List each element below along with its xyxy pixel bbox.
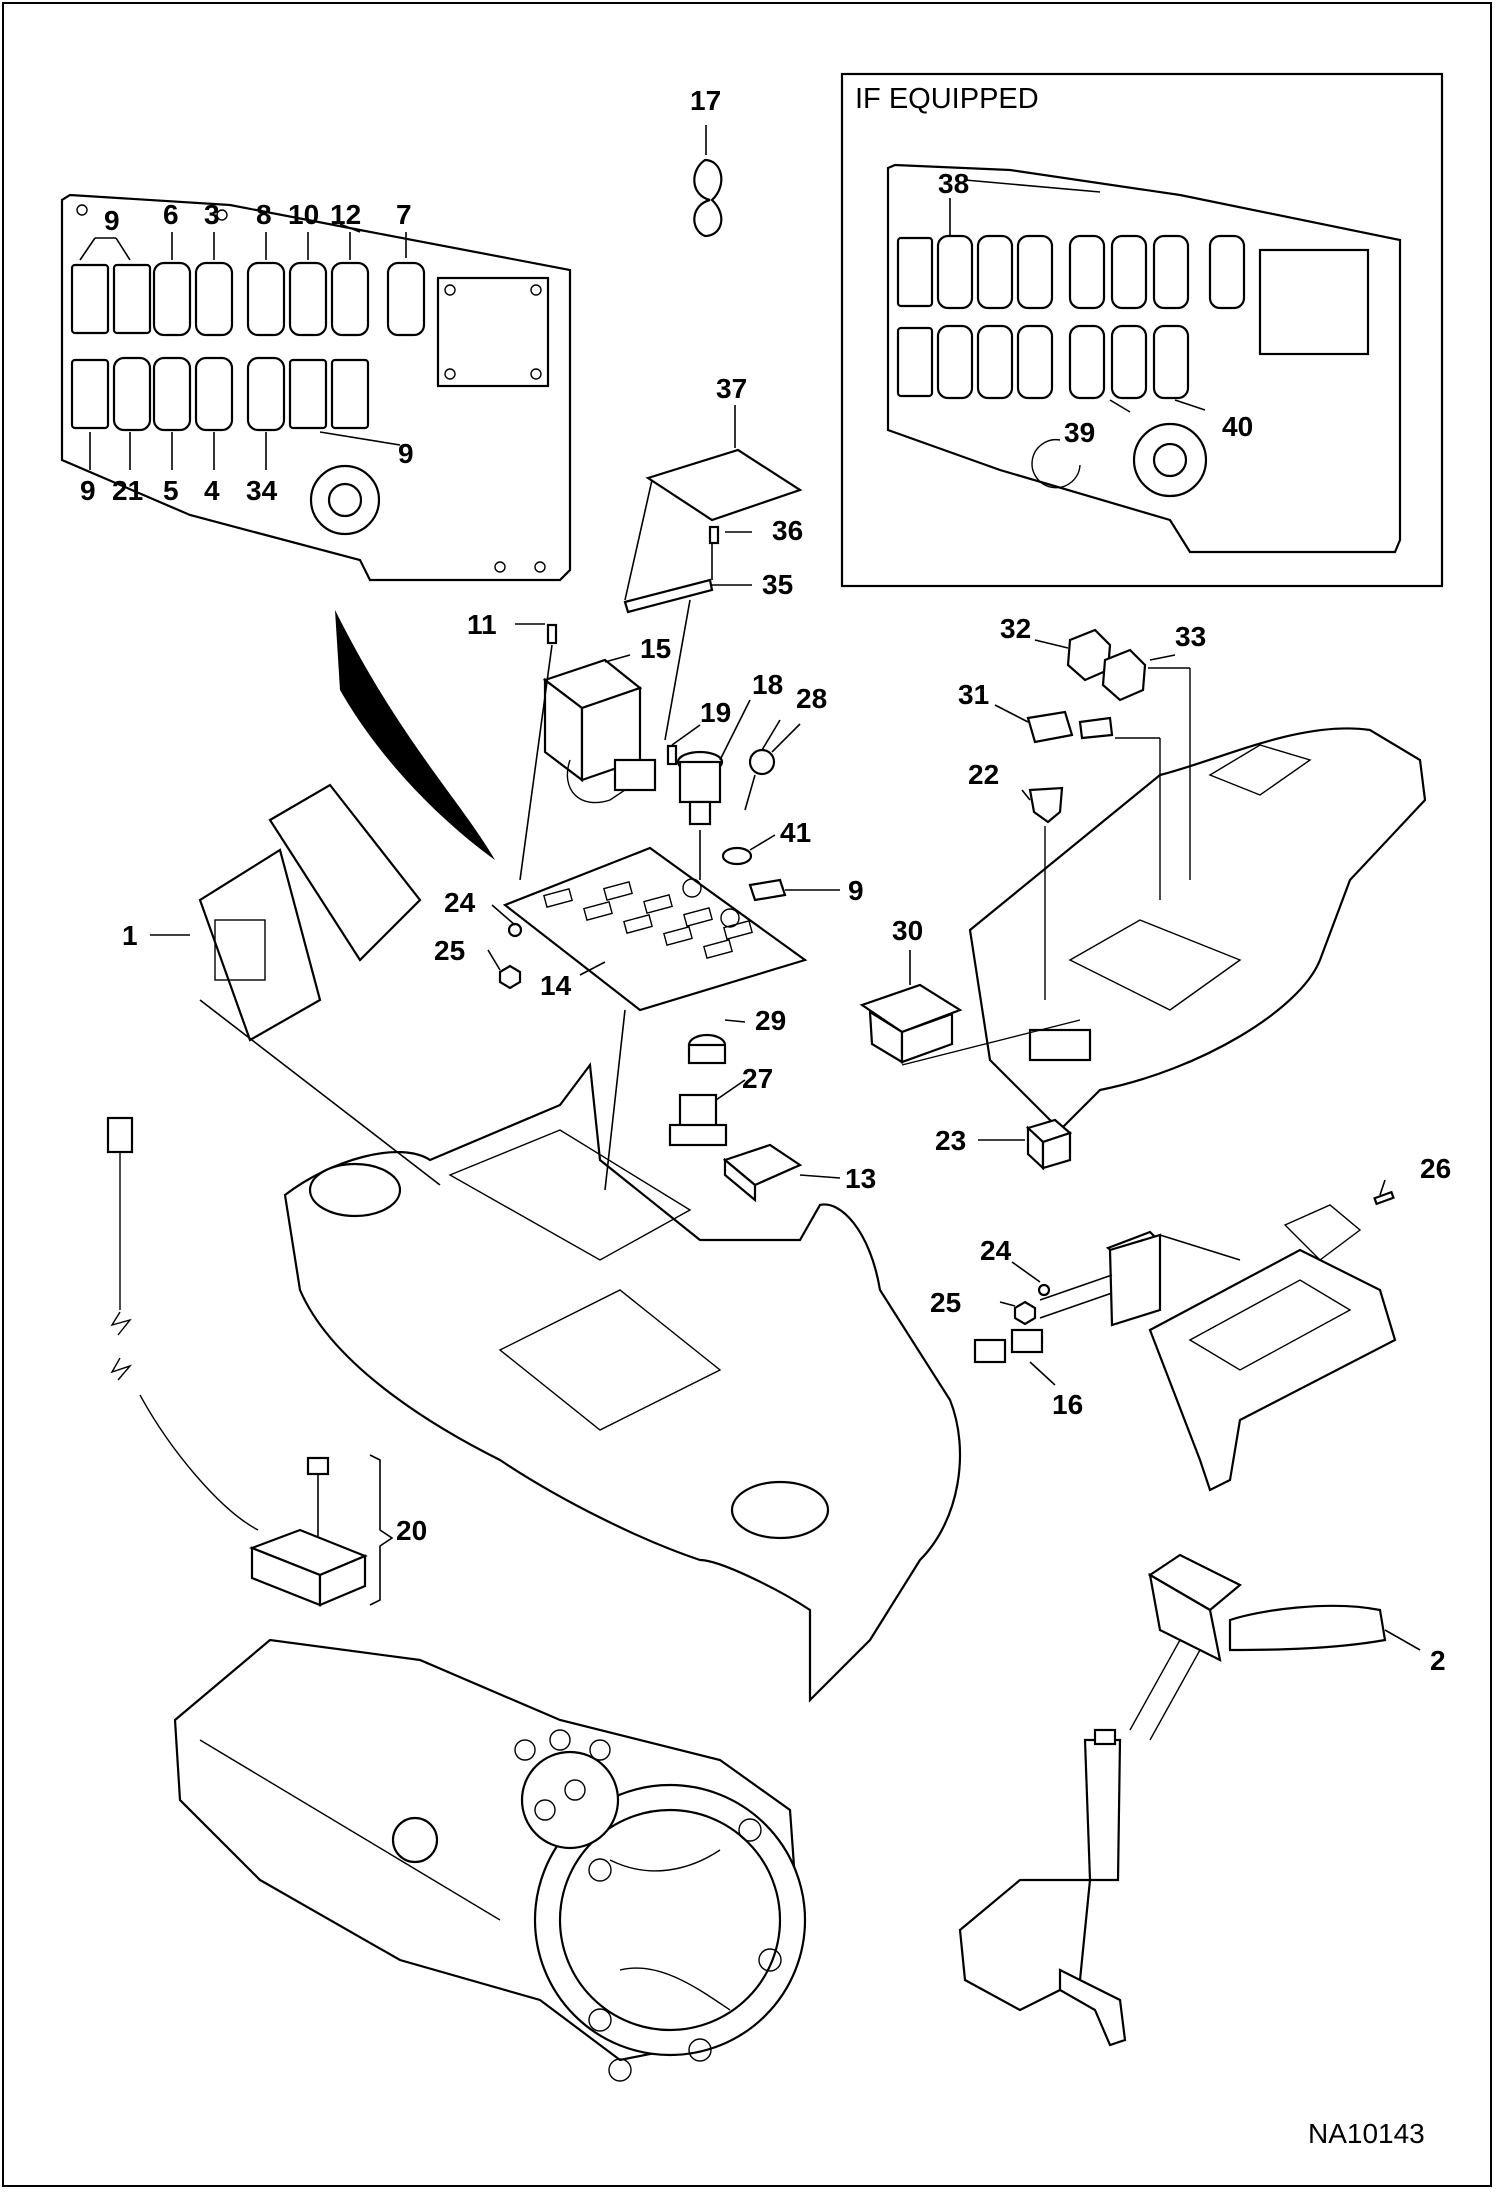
callout-26: 26 [1420, 1153, 1451, 1184]
callout-7: 7 [396, 199, 412, 230]
callout-9: 9 [80, 475, 96, 506]
callout-2: 2 [1430, 1645, 1446, 1676]
callout-10: 10 [288, 199, 319, 230]
callout-5: 5 [163, 475, 179, 506]
callout-8: 8 [256, 199, 272, 230]
callout-20: 20 [396, 1515, 427, 1546]
callout-labels: 9 6 3 8 10 12 7 9 21 5 4 34 9 17 37 36 3… [80, 85, 1451, 1676]
callout-16: 16 [1052, 1389, 1083, 1420]
side-console-panel [968, 727, 1427, 1132]
wire-harness [106, 1116, 259, 1531]
bezel-29 [687, 1033, 727, 1065]
grommet-41 [721, 846, 753, 866]
bracket-35 [623, 578, 714, 614]
callout-25: 25 [434, 935, 465, 966]
connector-31 [1026, 710, 1114, 744]
inset-title: IF EQUIPPED [855, 83, 1039, 115]
callout-25: 25 [930, 1287, 961, 1318]
plug-9 [748, 878, 787, 902]
screw-36 [708, 525, 720, 545]
bracket-26 [1148, 1190, 1397, 1492]
hydrostatic-pump [173, 1638, 807, 2082]
nut-25 [498, 964, 522, 990]
washer-24 [507, 922, 523, 938]
callout-29: 29 [755, 1005, 786, 1036]
screw-19 [666, 744, 678, 766]
switch-23 [1025, 1118, 1073, 1171]
block-20 [248, 1454, 394, 1607]
cap-22 [1028, 786, 1064, 824]
socket-27 [668, 1093, 728, 1147]
callout-4: 4 [204, 475, 220, 506]
callout-36: 36 [772, 515, 803, 546]
assembly-arrow [335, 610, 495, 860]
callout-27: 27 [742, 1063, 773, 1094]
display-1 [198, 783, 422, 1042]
callout-18: 18 [752, 669, 783, 700]
callout-19: 19 [700, 697, 731, 728]
callout-9: 9 [104, 205, 120, 236]
callout-21: 21 [112, 475, 143, 506]
cup-holder-30 [859, 983, 963, 1064]
optional-switch-panel [886, 163, 1402, 554]
callout-14: 14 [540, 970, 572, 1001]
cover-plate-37 [645, 448, 803, 522]
callout-32: 32 [1000, 613, 1031, 644]
callout-1: 1 [122, 920, 138, 951]
callout-31: 31 [958, 679, 989, 710]
callout-38: 38 [938, 168, 969, 199]
panel-display-window [436, 276, 550, 388]
panel-switch-row-bottom [70, 356, 370, 432]
screw-11 [546, 623, 558, 645]
cover-15 [542, 658, 657, 804]
power-socket-16 [973, 1230, 1162, 1364]
callout-23: 23 [935, 1125, 966, 1156]
switches-32-33 [1066, 628, 1147, 702]
mounting-plate-14 [502, 846, 808, 1012]
callout-22: 22 [968, 759, 999, 790]
if-equipped-inset [840, 72, 1444, 588]
callout-12: 12 [330, 199, 361, 230]
keys-28 [744, 723, 801, 811]
clip-17 [693, 158, 723, 238]
callout-9: 9 [398, 438, 414, 469]
callout-40: 40 [1222, 411, 1253, 442]
figure-id: NA10143 [1308, 2118, 1425, 2149]
key-switch-18 [676, 750, 724, 826]
callout-35: 35 [762, 569, 793, 600]
callout-17: 17 [690, 85, 721, 116]
callout-39: 39 [1064, 417, 1095, 448]
callout-33: 33 [1175, 621, 1206, 652]
callout-30: 30 [892, 915, 923, 946]
callout-9: 9 [848, 875, 864, 906]
console-housing [283, 1062, 962, 1703]
panel-switch-row-top [70, 261, 426, 337]
callout-34: 34 [246, 475, 278, 506]
callout-28: 28 [796, 683, 827, 714]
connector-13 [722, 1143, 803, 1203]
callout-15: 15 [640, 633, 671, 664]
leader-lines [79, 125, 1421, 1651]
callout-41: 41 [780, 817, 811, 848]
callout-3: 3 [204, 199, 220, 230]
callout-11: 11 [467, 609, 497, 640]
steering-lever-2 [958, 1553, 1387, 2047]
callout-24: 24 [444, 887, 476, 918]
guide-lines-right [901, 667, 1191, 1066]
callout-6: 6 [163, 199, 179, 230]
callout-37: 37 [716, 373, 747, 404]
callout-13: 13 [845, 1163, 876, 1194]
switch-panel [60, 193, 572, 582]
callout-24: 24 [980, 1235, 1012, 1266]
